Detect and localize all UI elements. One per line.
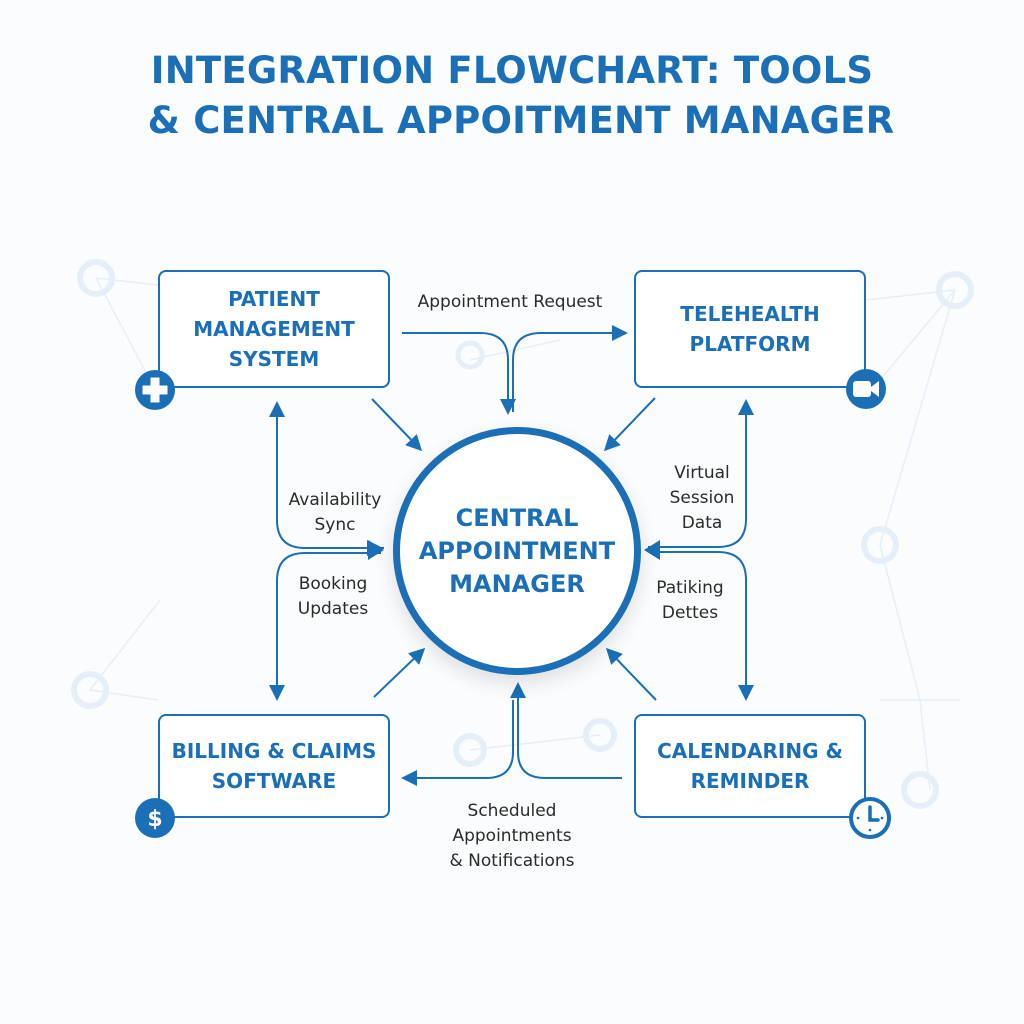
- connection-label-line: Dettes: [661, 603, 719, 623]
- node-calendaring-reminder[interactable]: CALENDARING & REMINDER: [634, 714, 866, 818]
- node-label-line: TELEHEALTH: [680, 302, 820, 326]
- background-network: [71, 259, 974, 809]
- connector-diag-billing: [373, 647, 426, 698]
- dollar-icon: $: [135, 798, 175, 838]
- node-label-line: SOFTWARE: [211, 769, 337, 793]
- label-virtual-session-data: Virtual Session Data: [652, 461, 752, 536]
- connection-label-line: Session: [669, 488, 735, 508]
- connection-label-line: Appointments: [452, 826, 572, 846]
- connection-label-line: Patiking: [656, 578, 724, 598]
- connector-right-lower: [652, 551, 754, 701]
- node-central-appointment-manager[interactable]: CENTRAL APPOINTMENT MANAGER: [393, 427, 641, 675]
- connection-label-line: & Notifications: [449, 851, 575, 871]
- connector-diag-patient: [371, 398, 423, 452]
- connection-label-line: Updates: [297, 599, 369, 619]
- connector-left-lower: [269, 552, 381, 701]
- connector-diag-telehealth: [603, 397, 656, 452]
- node-label-line: REMINDER: [690, 769, 810, 793]
- connector-bottom-right-in: [510, 682, 622, 779]
- video-camera-icon: [846, 369, 886, 409]
- connector-bottom-left-out: [401, 700, 514, 786]
- label-scheduled-appointments: Scheduled Appointments & Notifications: [432, 799, 592, 874]
- clock-icon: [849, 797, 891, 839]
- title-line-2: & CENTRAL APPOITMENT MANAGER: [147, 99, 895, 142]
- node-label-line: BILLING & CLAIMS: [171, 739, 377, 763]
- connection-label-line: Virtual: [674, 463, 730, 483]
- label-availability-sync: Availability Sync: [282, 488, 388, 538]
- connection-label-line: Booking: [298, 574, 368, 594]
- node-label-line: SYSTEM: [228, 347, 320, 371]
- page-title: INTEGRATION FLOWCHART: TOOLS & CENTRAL A…: [0, 46, 1024, 146]
- node-billing-claims-software[interactable]: BILLING & CLAIMS SOFTWARE: [158, 714, 390, 818]
- central-label-line: CENTRAL: [455, 503, 579, 532]
- medical-cross-icon: [135, 370, 175, 410]
- dollar-glyph: $: [147, 807, 162, 832]
- arrowhead-right-in: [644, 540, 660, 560]
- connection-label-line: Scheduled: [467, 801, 557, 821]
- connection-label-line: Sync: [314, 515, 356, 535]
- connector-right-upper: [648, 399, 754, 548]
- node-label-line: CALENDARING &: [657, 739, 843, 763]
- connection-label-line: Appointment Request: [417, 292, 603, 312]
- connection-label-line: Data: [681, 513, 723, 533]
- label-booking-updates: Booking Updates: [282, 572, 384, 622]
- node-patient-management-system[interactable]: PATIENT MANAGEMENT SYSTEM: [158, 270, 390, 388]
- label-patiking-dettes: Patiking Dettes: [640, 576, 740, 626]
- node-telehealth-platform[interactable]: TELEHEALTH PLATFORM: [634, 270, 866, 388]
- central-label-line: MANAGER: [449, 569, 585, 598]
- node-label-line: PLATFORM: [689, 332, 811, 356]
- node-label-line: MANAGEMENT: [193, 317, 355, 341]
- arrowhead-left-in: [368, 540, 384, 560]
- connector-left-upper: [269, 401, 384, 549]
- connector-top-right-out: [512, 325, 628, 412]
- central-label-line: APPOINTMENT: [418, 536, 616, 565]
- node-label-line: PATIENT: [228, 287, 320, 311]
- connector-diag-calendaring: [605, 647, 657, 701]
- title-line-1: INTEGRATION FLOWCHART: TOOLS: [150, 49, 874, 92]
- connection-label-line: Availability: [288, 490, 382, 510]
- label-appointment-request: Appointment Request: [412, 290, 608, 315]
- connector-top-left-in: [402, 332, 516, 415]
